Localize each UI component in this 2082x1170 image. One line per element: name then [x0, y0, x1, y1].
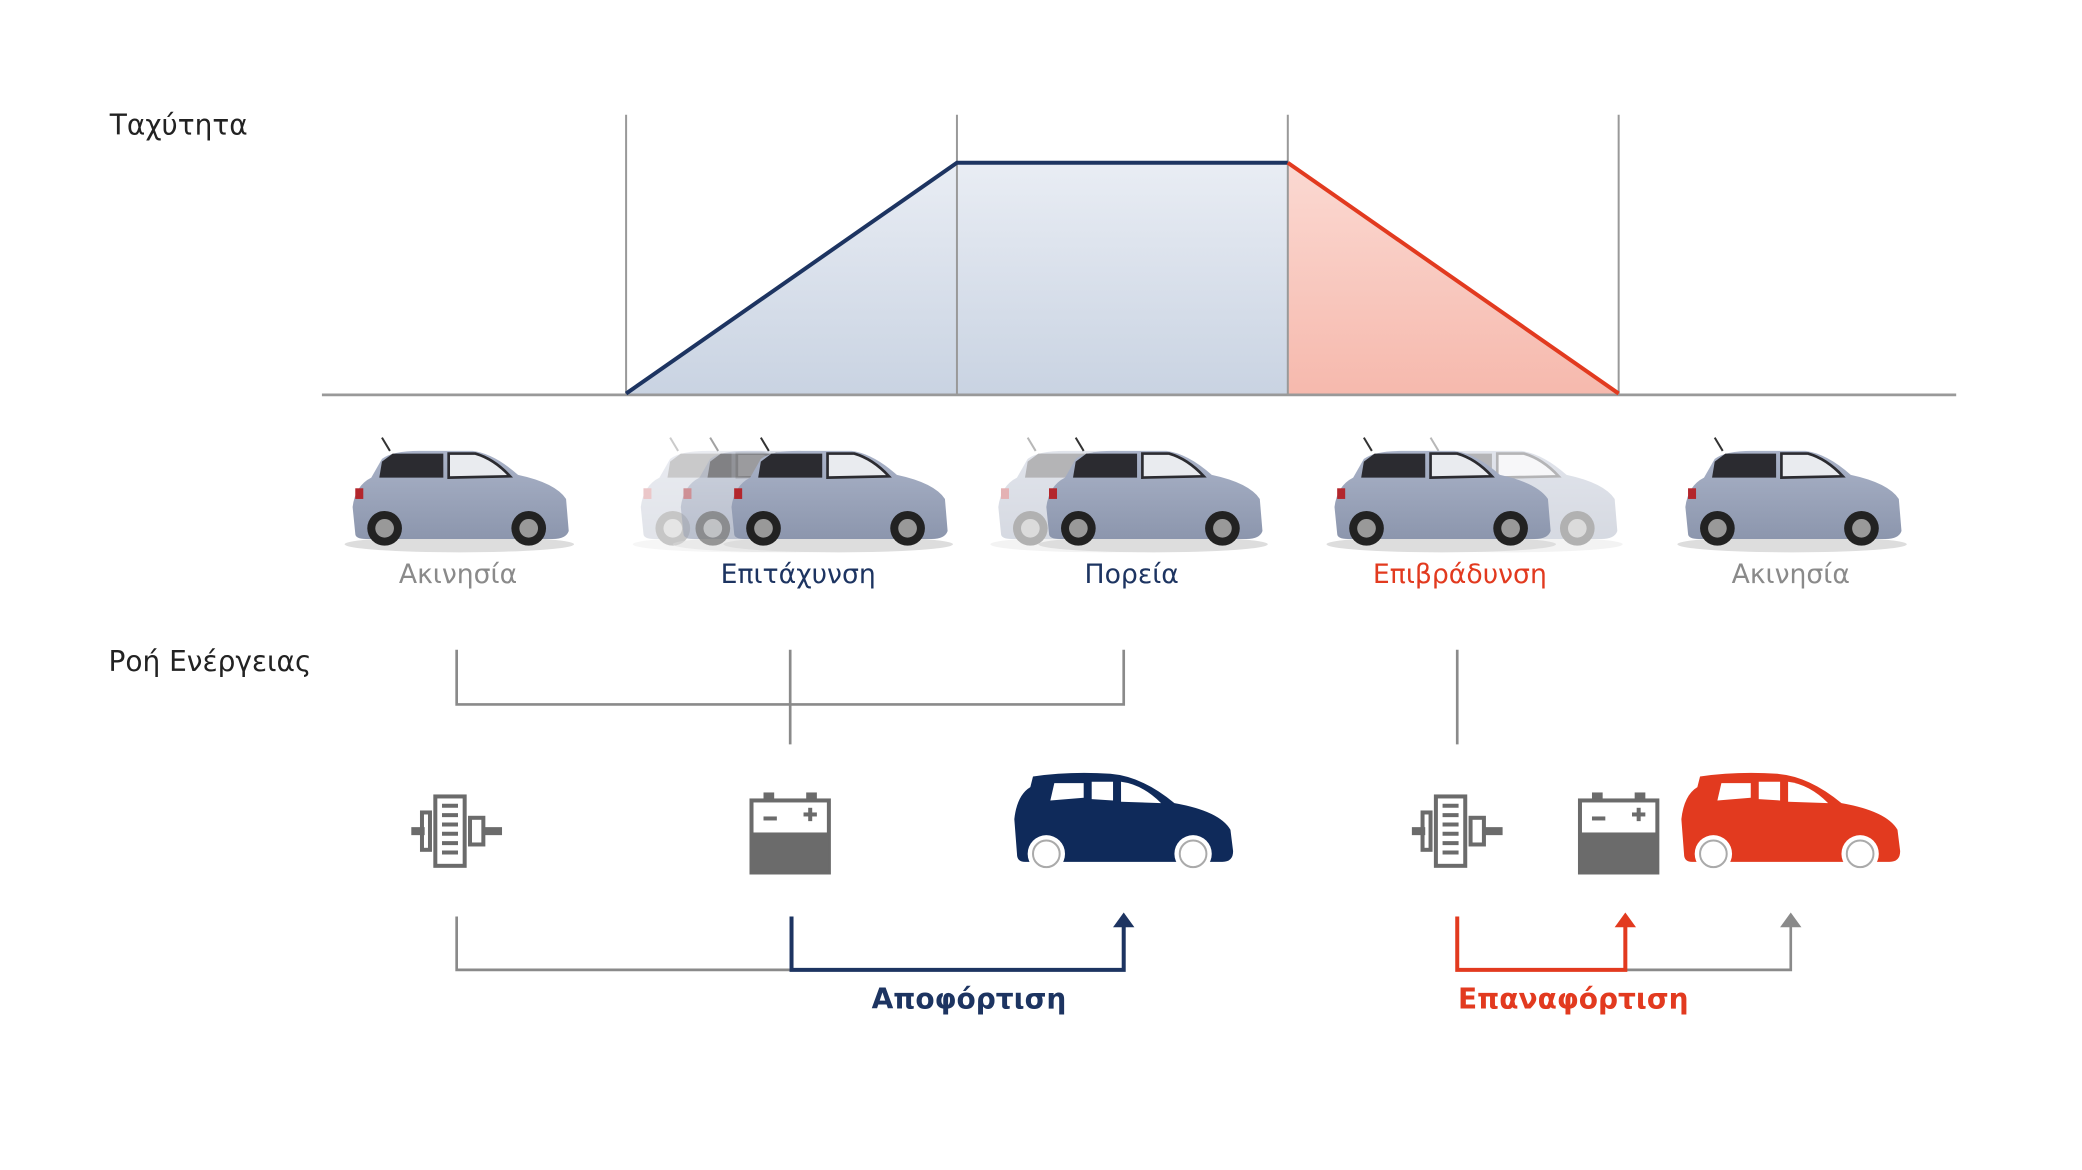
speed-line-accel-cruise: [624, 160, 1288, 396]
phase-label-acceleration: Επιτάχυνση: [721, 559, 876, 590]
car-icon-navy: [1013, 771, 1235, 874]
energy-section-title: Ροή Ενέργειας: [108, 645, 311, 678]
motor-icon: [1412, 796, 1503, 865]
phase-label-idle-end: Ακινησία: [1732, 559, 1850, 590]
speed-section-title: Ταχύτητα: [109, 109, 248, 142]
arrow-up-icon: [1614, 912, 1637, 928]
phase-label-deceleration: Επιβράδυνση: [1373, 559, 1547, 590]
speed-chart: [321, 114, 1957, 397]
car-icon-red: [1680, 771, 1902, 874]
recharge-label: Επαναφόρτιση: [1458, 983, 1689, 1016]
phase-label-idle: Ακινησία: [399, 559, 517, 590]
car-image-idle-end: [1676, 436, 1909, 554]
arrow-up-icon: [1113, 912, 1135, 928]
recharge-flow: Επαναφόρτιση: [1455, 912, 1802, 1016]
phase-cars: [343, 436, 1909, 554]
phase-labels: Ακινησία Επιτάχυνση Πορεία Επιβράδυνση Α…: [399, 559, 1850, 590]
discharge-flow: Αποφόρτιση: [455, 912, 1135, 1016]
discharge-label: Αποφόρτιση: [872, 983, 1067, 1016]
motor-icon: [411, 796, 502, 865]
speed-line-decel: [1286, 161, 1620, 396]
car-image-idle: [343, 436, 576, 554]
battery-icon: [752, 792, 829, 872]
battery-icon: [1580, 792, 1657, 872]
arrow-up-icon: [1780, 912, 1802, 928]
phase-label-cruise: Πορεία: [1085, 559, 1179, 590]
phase-brackets: [455, 649, 1459, 745]
